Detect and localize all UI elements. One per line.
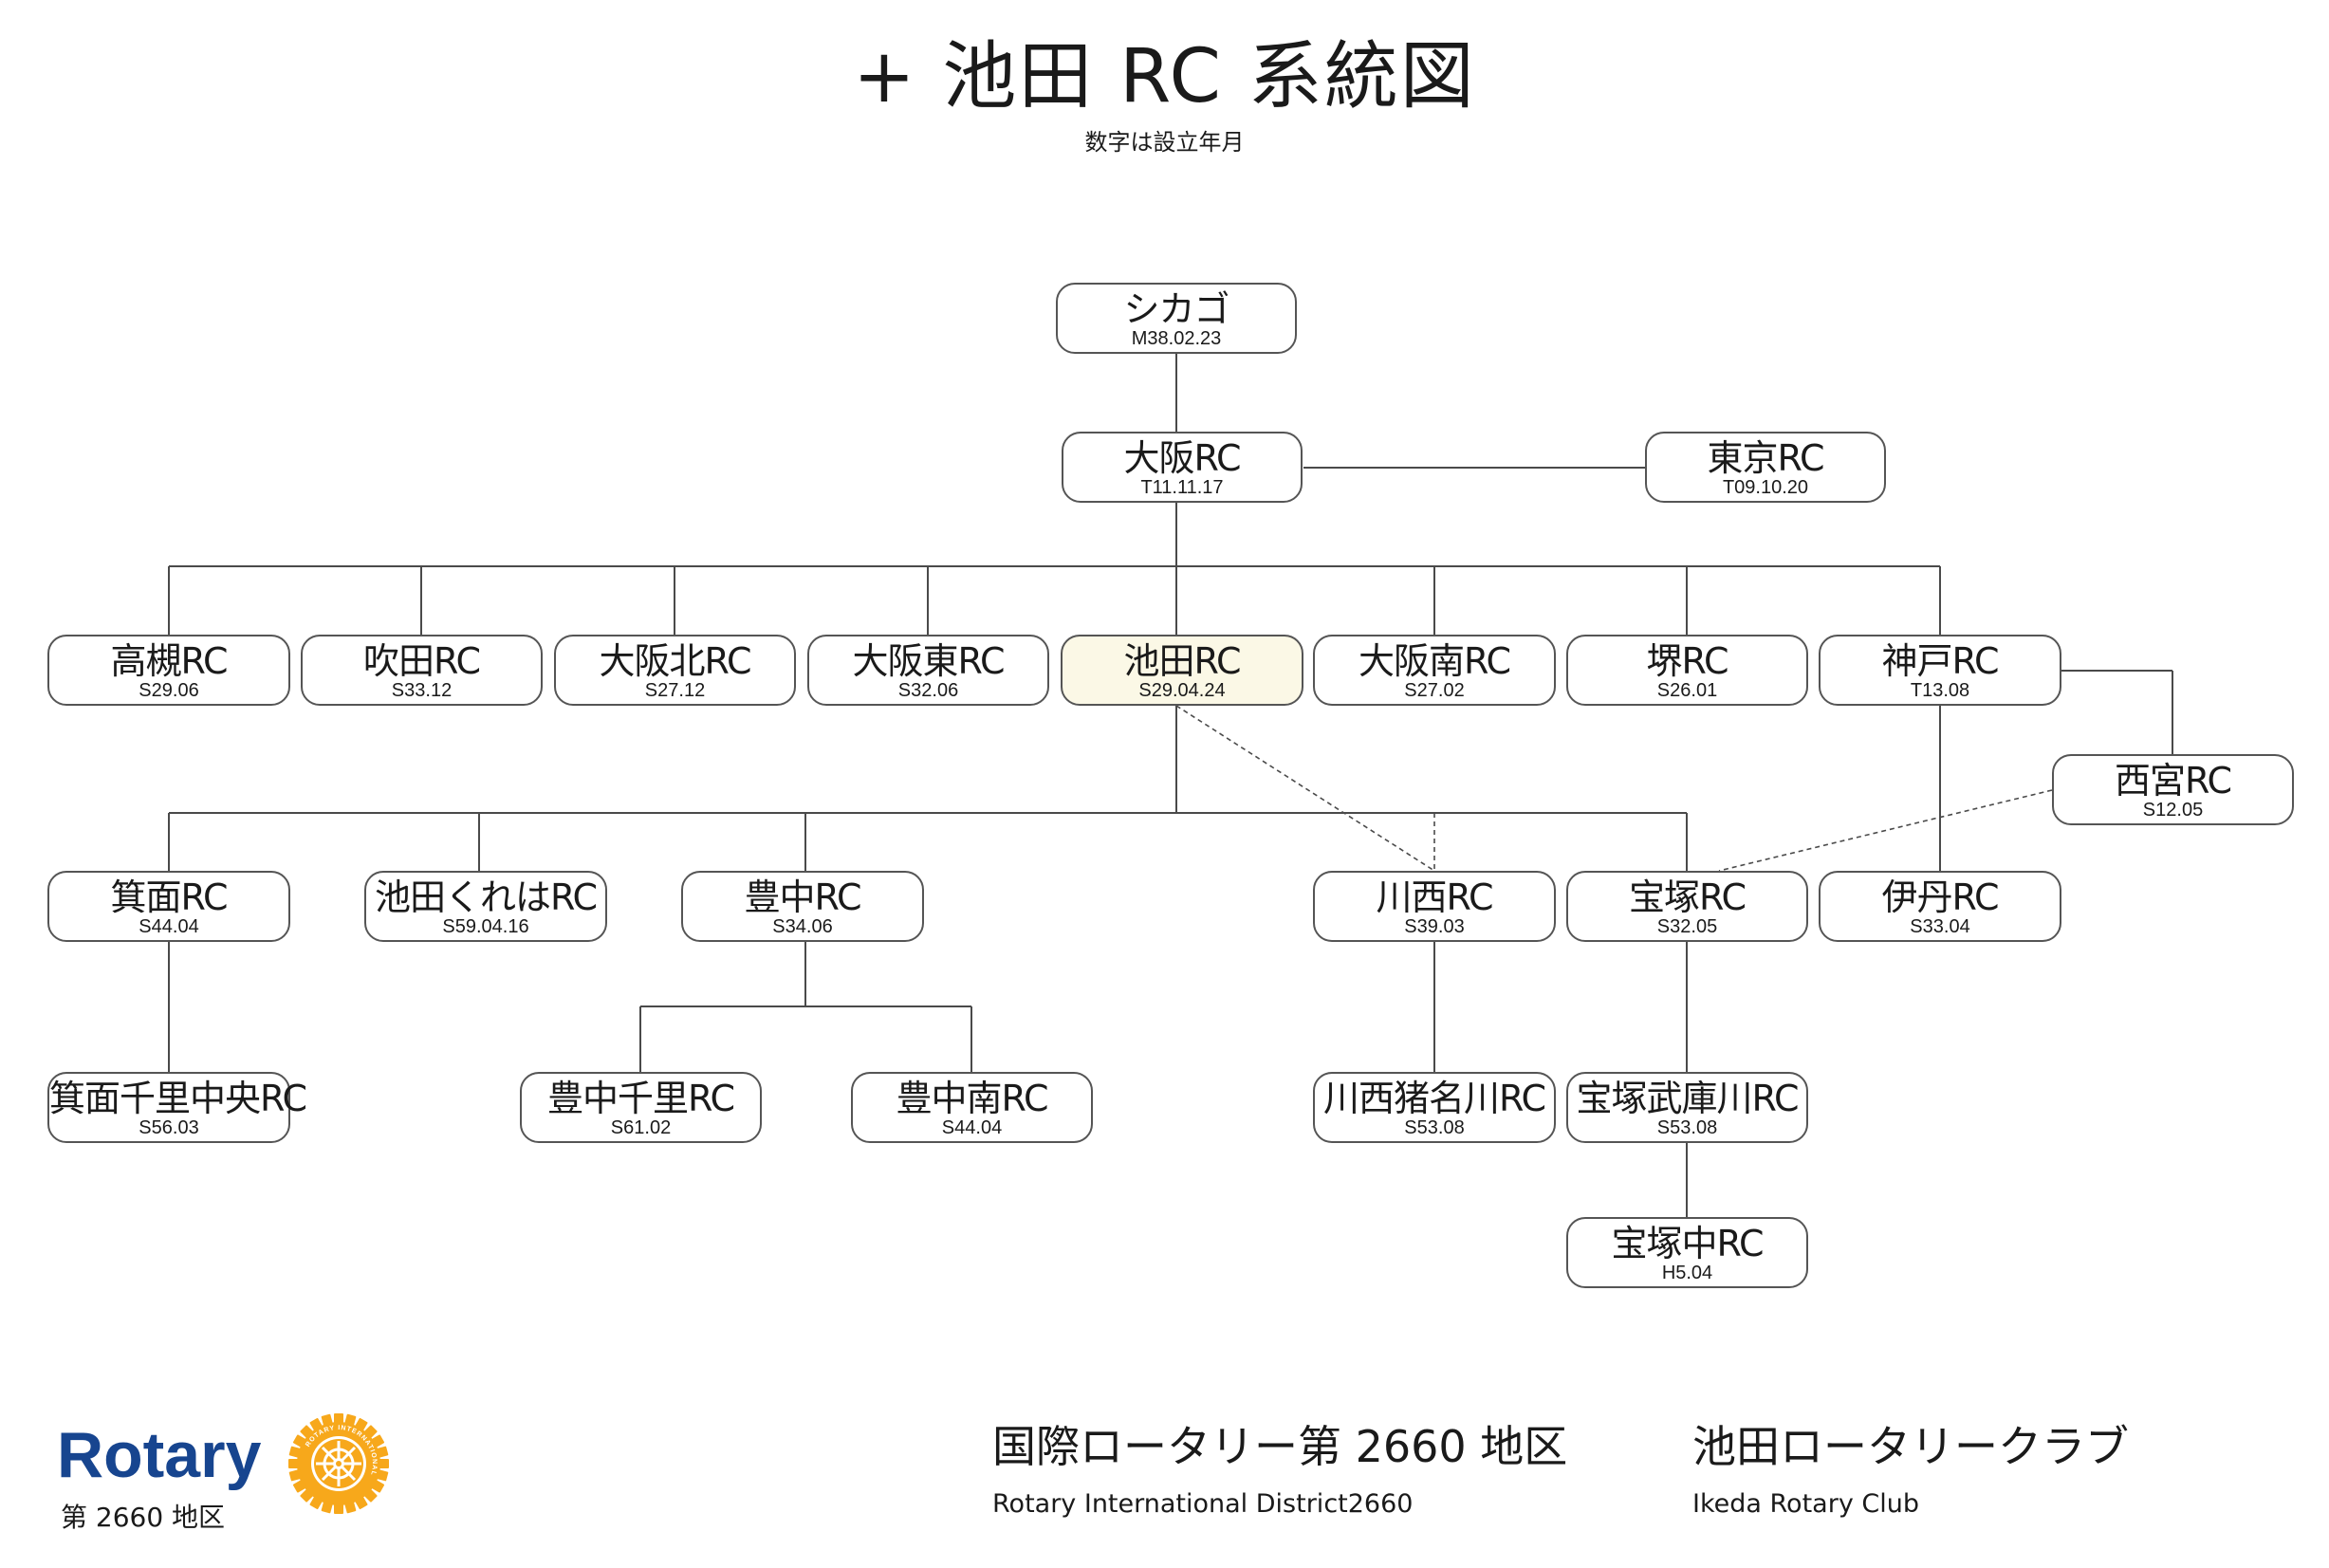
node-date: S27.12 <box>644 680 706 701</box>
node-name: 大阪東RC <box>852 640 1005 682</box>
node-date: S33.04 <box>1910 916 1970 937</box>
node-name: シカゴ <box>1123 288 1229 330</box>
node-date: S26.01 <box>1656 680 1718 701</box>
node-kawanishi: 川西RC S39.03 <box>1313 871 1556 942</box>
node-kawanishi-inagawa: 川西猪名川RC S53.08 <box>1313 1072 1556 1143</box>
page-subtitle: 数字は設立年月 <box>1084 129 1245 156</box>
node-date: M38.02.23 <box>1131 328 1222 349</box>
node-date: S44.04 <box>941 1117 1003 1138</box>
node-minoh-senri-chuo: 箕面千里中央RC S56.03 <box>47 1072 307 1143</box>
node-sakai: 堺RC S26.01 <box>1566 635 1808 706</box>
node-name: 宝塚RC <box>1628 876 1747 918</box>
node-takatsuki: 高槻RC S29.06 <box>47 635 290 706</box>
node-date: S53.08 <box>1656 1117 1718 1138</box>
node-toyonaka-senri: 豊中千里RC S61.02 <box>520 1072 762 1143</box>
node-date: S27.02 <box>1404 680 1465 701</box>
node-osaka-higashi: 大阪東RC S32.06 <box>807 635 1049 706</box>
node-chicago: シカゴ M38.02.23 <box>1056 283 1297 354</box>
node-date: S56.03 <box>139 1117 199 1138</box>
node-name: 池田RC <box>1123 640 1241 682</box>
node-kobe: 神戸RC T13.08 <box>1819 635 2061 706</box>
node-osaka: 大阪RC T11.11.17 <box>1062 432 1303 503</box>
node-date: S39.03 <box>1404 916 1465 937</box>
node-itami: 伊丹RC S33.04 <box>1819 871 2061 942</box>
node-date: S53.08 <box>1404 1117 1465 1138</box>
node-takarazuka: 宝塚RC S32.05 <box>1566 871 1808 942</box>
node-date: S61.02 <box>610 1117 672 1138</box>
node-name: 宝塚中RC <box>1611 1223 1764 1264</box>
node-name: 箕面千里中央RC <box>49 1078 307 1119</box>
node-name: 大阪南RC <box>1358 640 1511 682</box>
club-name-jp: 池田ロータリークラブ <box>1692 1421 2129 1472</box>
node-date: S12.05 <box>2142 800 2204 821</box>
node-osaka-minami: 大阪南RC S27.02 <box>1313 635 1556 706</box>
node-takarazuka-mukogawa: 宝塚武庫川RC S53.08 <box>1566 1072 1808 1143</box>
node-name: 豊中RC <box>744 876 861 918</box>
dashed-nishinomiya-takarazuka <box>1718 789 2053 872</box>
node-name: 吹田RC <box>362 640 481 682</box>
node-date: T13.08 <box>1910 680 1970 701</box>
node-suita: 吹田RC S33.12 <box>301 635 543 706</box>
node-name: 池田くれはRC <box>374 876 598 918</box>
node-date: S32.06 <box>897 680 959 701</box>
logo-district: 第 2660 地区 <box>61 1502 226 1533</box>
node-osaka-kita: 大阪北RC S27.12 <box>554 635 796 706</box>
node-name: 神戸RC <box>1881 640 1999 682</box>
node-name: 西宮RC <box>2114 760 2232 802</box>
node-takarazuka-naka: 宝塚中RC H5.04 <box>1566 1217 1808 1288</box>
node-date: S32.05 <box>1656 916 1718 937</box>
district-name-en: Rotary International District2660 <box>992 1489 1414 1519</box>
node-date: T09.10.20 <box>1722 477 1809 498</box>
node-toyonaka: 豊中RC S34.06 <box>681 871 924 942</box>
node-date: H5.04 <box>1661 1263 1713 1283</box>
node-minoh: 箕面RC S44.04 <box>47 871 290 942</box>
node-name: 川西RC <box>1376 876 1493 918</box>
node-name: 宝塚武庫川RC <box>1576 1078 1799 1119</box>
node-name: 高槻RC <box>110 640 228 682</box>
node-nishinomiya: 西宮RC S12.05 <box>2052 754 2294 825</box>
rotary-wheel-icon: ROTARY INTERNATIONAL <box>288 1413 389 1514</box>
district-name-jp: 国際ロータリー第 2660 地区 <box>992 1421 1568 1472</box>
node-date: S33.12 <box>391 680 453 701</box>
node-name: 豊中南RC <box>896 1078 1048 1119</box>
node-ikeda-kureha: 池田くれはRC S59.04.16 <box>364 871 607 942</box>
node-name: 伊丹RC <box>1881 876 1999 918</box>
node-name: 大阪RC <box>1123 437 1241 479</box>
node-name: 川西猪名川RC <box>1322 1078 1546 1119</box>
club-name-en: Ikeda Rotary Club <box>1692 1489 1919 1519</box>
dashed-ikeda-kawanishi <box>1175 705 1435 872</box>
node-date: S29.04.24 <box>1138 680 1226 701</box>
node-name: 大阪北RC <box>599 640 751 682</box>
node-ikeda: 池田RC S29.04.24 <box>1061 635 1303 706</box>
node-date: S29.06 <box>139 680 199 701</box>
node-name: 豊中千里RC <box>546 1078 735 1119</box>
page-title: + 池田 RC 系統図 <box>853 34 1476 120</box>
node-name: 東京RC <box>1707 437 1824 479</box>
node-date: S44.04 <box>139 916 199 937</box>
node-date: S34.06 <box>772 916 833 937</box>
node-toyonaka-minami: 豊中南RC S44.04 <box>851 1072 1093 1143</box>
node-name: 箕面RC <box>110 876 228 918</box>
node-date: S59.04.16 <box>442 916 529 937</box>
node-tokyo: 東京RC T09.10.20 <box>1645 432 1886 503</box>
node-name: 堺RC <box>1646 640 1728 682</box>
node-date: T11.11.17 <box>1140 477 1224 498</box>
rotary-logo: Rotary <box>57 1419 262 1491</box>
